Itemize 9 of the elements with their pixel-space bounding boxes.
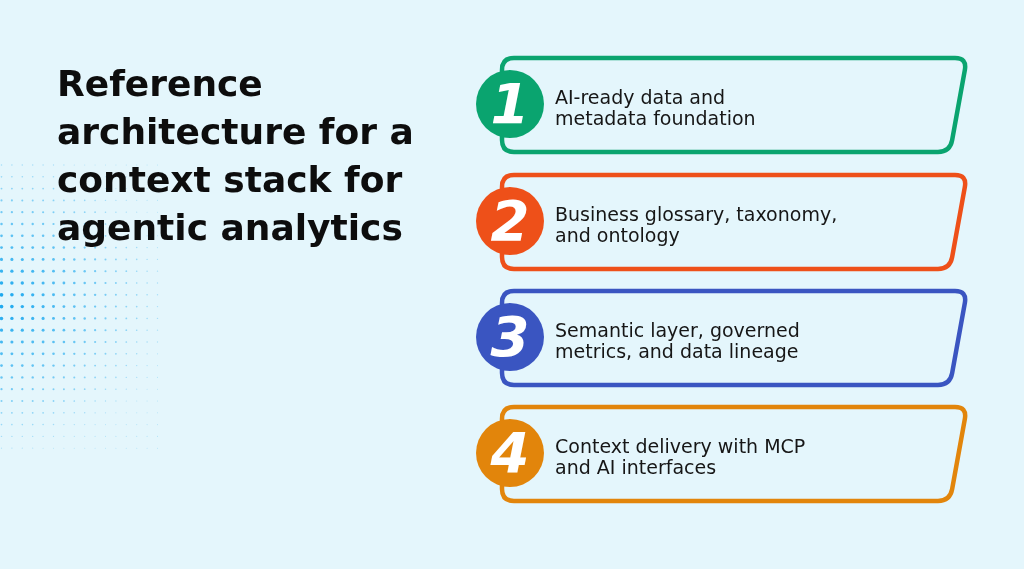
step-description: AI-ready data and metadata foundation	[555, 87, 757, 129]
step-number: 3	[476, 303, 544, 371]
step-description: Context delivery with MCP and AI interfaces	[555, 436, 807, 478]
step-number: 1	[476, 70, 544, 138]
step-number: 2	[476, 187, 544, 255]
step-number: 4	[476, 419, 544, 487]
title: Reference architecture for a context stack for agentic analytics	[57, 62, 415, 250]
step-description: Business glossary, taxonomy, and ontology	[555, 204, 839, 246]
step-description: Semantic layer, governed metrics, and data lineage	[555, 320, 801, 362]
